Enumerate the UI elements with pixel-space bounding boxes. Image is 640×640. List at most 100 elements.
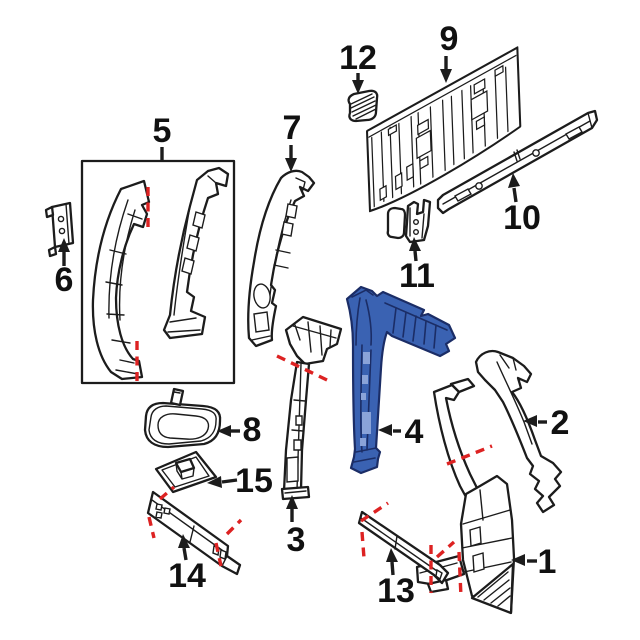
hole bbox=[413, 218, 420, 225]
left-edge-line bbox=[371, 136, 375, 208]
fold-line bbox=[65, 203, 70, 245]
oval-hole bbox=[253, 283, 271, 309]
part-4-drawing-highlighted bbox=[345, 285, 457, 475]
callout-10-label: 10 bbox=[503, 199, 541, 237]
callout-4-label: 4 bbox=[405, 413, 424, 451]
callout-15-arrow bbox=[221, 478, 238, 484]
callout-13-arrow bbox=[390, 561, 395, 576]
cutout bbox=[419, 155, 429, 170]
cutout bbox=[470, 90, 489, 121]
cutout bbox=[473, 77, 486, 95]
callout-12-label: 12 bbox=[339, 39, 377, 77]
hole bbox=[58, 227, 66, 235]
callout-8-arrowhead bbox=[217, 425, 231, 437]
part-9-drawing bbox=[365, 46, 522, 213]
callout-13-arrowhead bbox=[386, 548, 398, 562]
slots bbox=[281, 203, 298, 237]
slot bbox=[394, 172, 403, 191]
part-1-drawing bbox=[415, 377, 516, 615]
detail-lines bbox=[251, 177, 306, 341]
callout-11-label: 11 bbox=[399, 257, 435, 295]
outline bbox=[50, 201, 75, 249]
callout-9-arrowhead bbox=[440, 69, 452, 83]
callout-8-label: 8 bbox=[243, 411, 262, 449]
rim-line bbox=[148, 405, 217, 445]
part-5-drawing bbox=[80, 159, 236, 385]
part-12-drawing bbox=[347, 89, 379, 123]
slot bbox=[406, 162, 414, 182]
slab-holes bbox=[469, 526, 485, 573]
callout-11-arrow bbox=[413, 250, 418, 262]
part-10-drawing bbox=[436, 109, 599, 215]
hole bbox=[362, 375, 368, 384]
slots-left bbox=[155, 503, 171, 519]
right-pillar-slots bbox=[181, 211, 206, 275]
cutout bbox=[475, 115, 486, 131]
callout-14-arrow bbox=[182, 547, 188, 561]
callout-5-label: 5 bbox=[153, 112, 172, 150]
outline bbox=[474, 349, 563, 514]
right-pillar-lines bbox=[167, 175, 217, 333]
hole bbox=[360, 438, 366, 446]
slot bbox=[494, 64, 504, 78]
neck-lines bbox=[351, 289, 374, 346]
rect-hole bbox=[253, 311, 270, 333]
slot bbox=[565, 126, 583, 140]
part-7-drawing bbox=[247, 169, 316, 348]
slot bbox=[454, 188, 472, 202]
outline bbox=[345, 285, 457, 475]
callout-3-label: 3 bbox=[287, 521, 306, 559]
pillar-lines bbox=[353, 344, 377, 463]
cutout bbox=[415, 129, 432, 160]
callout-13-label: 13 bbox=[377, 572, 415, 610]
hole bbox=[362, 412, 371, 434]
callout-arrows bbox=[58, 56, 547, 576]
callout-10-arrow bbox=[512, 187, 518, 203]
callout-12-arrowhead bbox=[352, 80, 364, 94]
upper-band bbox=[432, 383, 480, 499]
callout-15-arrowhead bbox=[207, 476, 222, 488]
bottom-tab bbox=[47, 245, 58, 258]
top-flange-line bbox=[368, 54, 517, 138]
slab-lines bbox=[461, 489, 513, 573]
callout-9-label: 9 bbox=[440, 20, 459, 58]
part-14-drawing bbox=[146, 490, 242, 576]
part-2-drawing bbox=[474, 349, 563, 514]
callout-6-arrowhead bbox=[58, 238, 70, 252]
callout-1-label: 1 bbox=[538, 543, 557, 581]
bracket-detail bbox=[409, 207, 425, 239]
top-tab bbox=[44, 205, 55, 219]
callout-15-label: 15 bbox=[235, 462, 273, 500]
flag-line bbox=[173, 391, 181, 394]
hole bbox=[413, 228, 420, 235]
callout-2-label: 2 bbox=[551, 404, 570, 442]
part-8-drawing bbox=[143, 387, 222, 449]
callout-10-arrowhead bbox=[508, 173, 520, 188]
part-11-drawing bbox=[386, 198, 432, 244]
end-hole bbox=[435, 568, 443, 581]
hole bbox=[57, 215, 65, 223]
cutout bbox=[417, 118, 430, 136]
gusset-hatch bbox=[477, 571, 511, 607]
slot bbox=[379, 184, 388, 202]
ribs bbox=[350, 93, 377, 120]
callout-7-arrowhead bbox=[285, 158, 297, 172]
callout-1-arrowhead bbox=[511, 554, 525, 566]
foot bbox=[280, 485, 311, 501]
leg-holes bbox=[286, 415, 303, 483]
end-line bbox=[587, 112, 593, 129]
foot-line bbox=[284, 490, 307, 494]
joint-line bbox=[513, 149, 521, 162]
part-6-drawing bbox=[44, 201, 75, 258]
hole bbox=[475, 182, 483, 190]
callout-11-arrowhead bbox=[409, 237, 421, 251]
part-13-drawing bbox=[357, 510, 450, 585]
bowl-line bbox=[157, 413, 210, 440]
pad-outline bbox=[386, 206, 407, 240]
cap-ribs bbox=[292, 321, 337, 356]
callout-6-label: 6 bbox=[55, 261, 74, 299]
fold-line bbox=[358, 511, 438, 572]
callout-14-arrowhead bbox=[178, 534, 190, 548]
